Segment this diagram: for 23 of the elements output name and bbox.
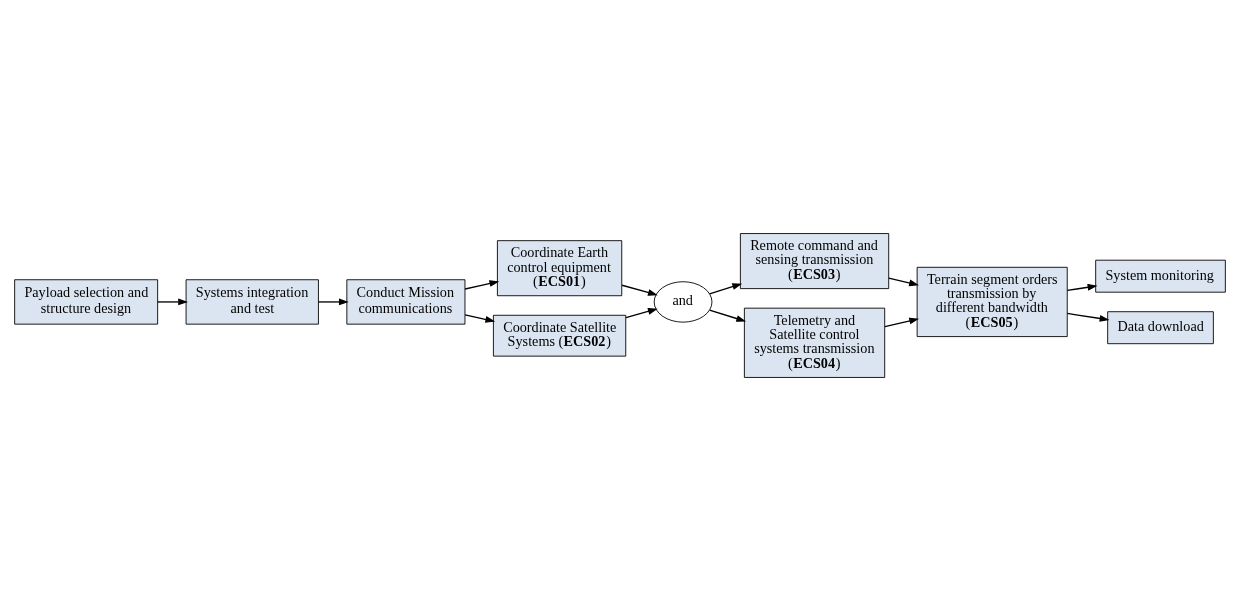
node-box: Systems integration and test (185, 278, 319, 325)
arrow (888, 276, 919, 286)
arrow (464, 279, 500, 290)
arrow (884, 317, 920, 327)
arrow (157, 298, 188, 305)
arrow (708, 282, 743, 295)
arrow (621, 284, 658, 296)
node-box: Terrain segment orders transmission by different bandwidth (ECS05) (916, 266, 1068, 337)
node-box: Coordinate Satellite Systems (ECS02) (492, 314, 627, 357)
arrow (1066, 283, 1098, 291)
arrow (317, 298, 349, 305)
arrow (1066, 312, 1110, 322)
node-box: Conduct Mission communications (346, 278, 466, 325)
arrow (464, 313, 496, 323)
node-box: System monitoring (1095, 259, 1226, 293)
node-box: Payload selection and structure design (14, 278, 159, 325)
node-box: Telemetry and Satellite control systems transmission (ECS04) (743, 307, 886, 378)
node-ellipse: and (653, 280, 713, 323)
node-box: Coordinate Earth control equipment (ECS01) (496, 239, 623, 296)
node-box: Data download (1107, 310, 1214, 344)
arrow (708, 308, 747, 322)
node-box: Remote command and sensing transmission (ECS03) (739, 232, 890, 289)
arrow (625, 307, 658, 318)
